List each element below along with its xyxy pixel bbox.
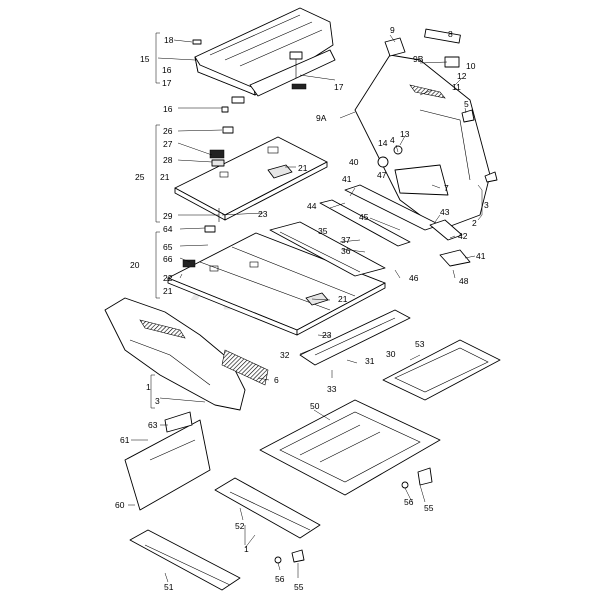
callout-35: 35 bbox=[318, 226, 328, 236]
callout-64: 64 bbox=[163, 224, 173, 234]
callout-55-a: 55 bbox=[424, 503, 434, 513]
callout-55-b: 55 bbox=[294, 582, 304, 592]
callout-48: 48 bbox=[459, 276, 469, 286]
callout-21-a: 21 bbox=[160, 172, 170, 182]
hardware-55-56[interactable] bbox=[274, 467, 433, 564]
floor-panel-lower[interactable] bbox=[167, 225, 386, 336]
callout-22: 22 bbox=[163, 273, 173, 283]
side-trim-left[interactable] bbox=[104, 297, 269, 411]
leader-lines bbox=[128, 34, 476, 583]
callout-20: 20 bbox=[130, 260, 140, 270]
callout-12: 12 bbox=[457, 71, 467, 81]
callout-44: 44 bbox=[307, 201, 317, 211]
callout-23-a: 23 bbox=[258, 209, 268, 219]
callout-10: 10 bbox=[466, 61, 476, 71]
side-trim-right[interactable] bbox=[354, 28, 498, 231]
group-braces bbox=[150, 32, 483, 545]
callout-17-group: 17 bbox=[162, 78, 172, 88]
floor-pan-50[interactable] bbox=[259, 399, 441, 496]
callout-6: 6 bbox=[274, 375, 279, 385]
callout-5: 5 bbox=[464, 99, 469, 109]
callout-41-a: 41 bbox=[342, 174, 352, 184]
callout-40: 40 bbox=[349, 157, 359, 167]
callout-53: 53 bbox=[415, 339, 425, 349]
callout-14: 14 bbox=[378, 138, 388, 148]
callout-15: 15 bbox=[140, 54, 150, 64]
callout-21-b: 21 bbox=[298, 163, 308, 173]
callout-42: 42 bbox=[458, 231, 468, 241]
callout-56-a: 56 bbox=[404, 497, 414, 507]
callout-47: 47 bbox=[377, 170, 387, 180]
callout-11: 11 bbox=[452, 82, 461, 92]
callout-16-group: 16 bbox=[162, 65, 172, 75]
crossbar-35[interactable] bbox=[269, 221, 386, 277]
callout-17: 17 bbox=[334, 82, 344, 92]
callout-25: 25 bbox=[135, 172, 145, 182]
callout-65: 65 bbox=[163, 242, 173, 252]
callout-18: 18 bbox=[164, 35, 174, 45]
callout-26: 26 bbox=[163, 126, 173, 136]
bracket-63[interactable] bbox=[164, 411, 193, 433]
callout-66: 66 bbox=[163, 254, 173, 264]
callout-16: 16 bbox=[163, 104, 173, 114]
callout-9: 9 bbox=[390, 25, 395, 35]
storage-tray-53[interactable] bbox=[382, 339, 501, 401]
callout-9A: 9A bbox=[316, 113, 327, 123]
callout-63: 63 bbox=[148, 420, 158, 430]
callout-28: 28 bbox=[163, 155, 173, 165]
callout-32: 32 bbox=[280, 350, 290, 360]
callout-8: 8 bbox=[448, 29, 453, 39]
callout-51: 51 bbox=[164, 582, 174, 592]
callout-50: 50 bbox=[310, 401, 320, 411]
callout-labels: 18 15 16 17 16 17 26 27 28 25 21 21 29 2… bbox=[115, 25, 489, 592]
callout-46: 46 bbox=[409, 273, 419, 283]
callout-31: 31 bbox=[365, 356, 375, 366]
callout-37: 37 bbox=[341, 235, 351, 245]
callout-43: 43 bbox=[440, 207, 450, 217]
callout-29: 29 bbox=[163, 211, 173, 221]
callout-30: 30 bbox=[386, 349, 396, 359]
callout-13: 13 bbox=[400, 129, 410, 139]
callout-60: 60 bbox=[115, 500, 125, 510]
callout-41-b: 41 bbox=[476, 251, 486, 261]
callout-3-right: 3 bbox=[484, 200, 489, 210]
callout-7: 7 bbox=[444, 183, 449, 193]
callout-33: 33 bbox=[327, 384, 337, 394]
callout-2: 2 bbox=[472, 218, 477, 228]
floor-panel-upper[interactable] bbox=[174, 126, 328, 222]
callout-3-left: 3 bbox=[155, 396, 160, 406]
crossmember-52[interactable] bbox=[214, 477, 321, 539]
crossmember-51[interactable] bbox=[129, 529, 241, 591]
callout-1-bottom: 1 bbox=[244, 544, 249, 554]
callout-45: 45 bbox=[359, 212, 369, 222]
bracket-60[interactable] bbox=[124, 419, 211, 511]
sill-panel-30[interactable] bbox=[299, 309, 411, 366]
callout-61: 61 bbox=[120, 435, 130, 445]
callout-52: 52 bbox=[235, 521, 245, 531]
callout-36: 36 bbox=[341, 246, 351, 256]
callout-23-b: 23 bbox=[322, 330, 332, 340]
callout-56-b: 56 bbox=[275, 574, 285, 584]
callout-9B: 9B bbox=[413, 54, 424, 64]
callout-21-c: 21 bbox=[163, 286, 173, 296]
callout-21-d: 21 bbox=[338, 294, 348, 304]
callout-1-left: 1 bbox=[146, 382, 151, 392]
rail-assembly-40[interactable] bbox=[319, 184, 471, 267]
callout-4: 4 bbox=[390, 135, 395, 145]
callout-27: 27 bbox=[163, 139, 173, 149]
luggage-cover[interactable] bbox=[192, 7, 336, 113]
